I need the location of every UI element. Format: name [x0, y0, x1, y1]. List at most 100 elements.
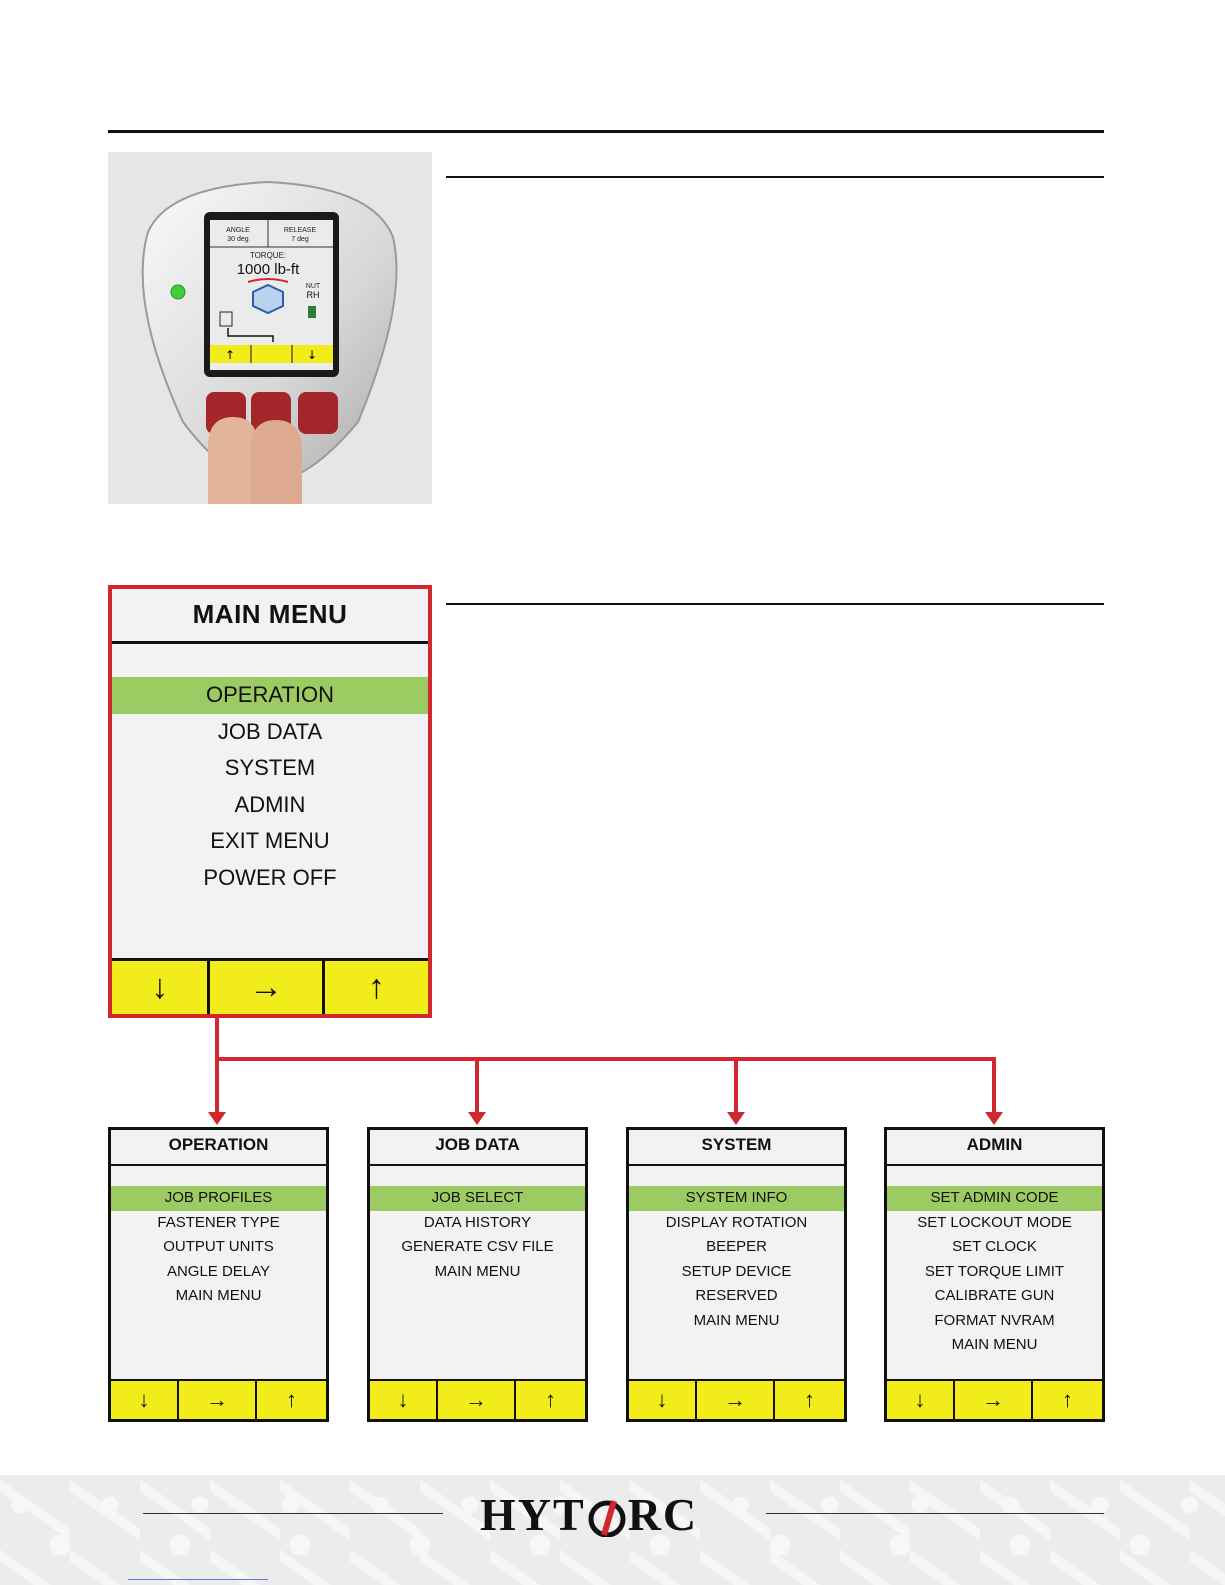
admin-menu-item-format-nvram[interactable]: FORMAT NVRAM [934, 1311, 1055, 1329]
arrow-up-icon: ↑ [545, 1387, 556, 1412]
system-menu-arrow-up-button[interactable]: ↑ [773, 1381, 844, 1419]
admin-menu-title: ADMIN [966, 1135, 1023, 1154]
system-menu-divider [629, 1164, 844, 1166]
admin-menu-arrow-down-button[interactable]: ↓ [887, 1381, 953, 1419]
main-menu-item-admin[interactable]: ADMIN [234, 791, 306, 817]
arrow-right-icon: → [724, 1387, 746, 1412]
arrowhead-3 [727, 1112, 745, 1125]
job-data-menu-arrow-right-button[interactable]: → [436, 1381, 514, 1419]
main-menu-item-power-off[interactable]: POWER OFF [203, 864, 337, 890]
admin-menu-arrow-up-button[interactable]: ↑ [1031, 1381, 1102, 1419]
operation-menu-arrow-down-button[interactable]: ↓ [111, 1381, 177, 1419]
system-menu-item-system-info[interactable]: SYSTEM INFO [629, 1186, 844, 1211]
operation-menu-arrow-up-button[interactable]: ↑ [255, 1381, 326, 1419]
footer-rule-right [766, 1513, 1104, 1514]
main-menu-button-bar: ↓ → ↑ [112, 958, 428, 1014]
operation-menu-list: JOB PROFILES FASTENER TYPE OUTPUT UNITS ANG… [111, 1186, 326, 1309]
arrow-down-icon: ↓ [914, 1387, 926, 1412]
system-menu-item-display-rotation[interactable]: DISPLAY ROTATION [665, 1213, 808, 1231]
admin-menu-item-set-admin-code[interactable]: SET ADMIN CODE [887, 1186, 1102, 1211]
main-menu-item-system[interactable]: SYSTEM [224, 755, 316, 780]
admin-menu-button-bar: ↓ → ↑ [887, 1379, 1102, 1419]
footer-rule-left [143, 1513, 443, 1514]
admin-menu-screen: ADMIN SET ADMIN CODE SET LOCKOUT MODE SET C… [884, 1127, 1105, 1422]
operation-menu-arrow-right-button[interactable]: → [177, 1381, 255, 1419]
system-menu-arrow-down-button[interactable]: ↓ [629, 1381, 695, 1419]
job-data-menu-item-generate-csv-file[interactable]: GENERATE CSV FILE [401, 1238, 554, 1255]
arrow-down-icon: ↓ [397, 1387, 409, 1412]
system-menu-item-setup-device[interactable]: SETUP DEVICE [681, 1262, 792, 1280]
main-menu-screen: MAIN MENU OPERATION JOB DATA SYSTEM ADMIN EX… [108, 585, 432, 1018]
arrow-up-icon: ↑ [367, 968, 385, 1006]
system-menu-item-reserved[interactable]: RESERVED [695, 1287, 778, 1304]
arrow-right-icon: → [249, 968, 284, 1006]
admin-menu-item-set-clock[interactable]: SET CLOCK [952, 1238, 1037, 1255]
controller-photo: ANGLE 30 deg RELEASE 7 deg TORQUE: 1000 … [108, 152, 432, 504]
admin-menu-item-calibrate-gun[interactable]: CALIBRATE GUN [934, 1287, 1055, 1304]
arrowhead-2 [468, 1112, 486, 1125]
admin-menu-item-set-torque-limit[interactable]: SET TORQUE LIMIT [924, 1262, 1065, 1280]
operation-menu-item-output-units[interactable]: OUTPUT UNITS [163, 1238, 274, 1255]
finger-left [208, 417, 258, 504]
system-menu-item-main-menu[interactable]: MAIN MENU [693, 1311, 780, 1329]
main-menu-arrow-right-button[interactable]: → [207, 961, 321, 1014]
arrow-down-icon: ↓ [656, 1387, 668, 1412]
job-data-menu-list: JOB SELECT DATA HISTORY GENERATE CSV FILE M… [370, 1186, 585, 1284]
footer-link-underline [128, 1579, 268, 1580]
main-menu-item-job-data[interactable]: JOB DATA [217, 718, 323, 744]
arrow-up-icon: ↑ [286, 1387, 297, 1412]
admin-menu-divider [887, 1164, 1102, 1166]
admin-menu-item-main-menu[interactable]: MAIN MENU [951, 1336, 1038, 1353]
screen-release-value: 7 deg [291, 236, 309, 243]
section-rule-1 [446, 176, 1104, 178]
operation-menu-item-main-menu[interactable]: MAIN MENU [175, 1287, 262, 1304]
footer-pattern [0, 1475, 1225, 1585]
job-data-menu-title: JOB DATA [435, 1135, 520, 1154]
admin-menu-item-set-lockout-mode[interactable]: SET LOCKOUT MODE [917, 1213, 1072, 1231]
screen-angle-label: ANGLE [226, 227, 250, 234]
main-menu-title: MAIN MENU [192, 599, 348, 629]
screen-nut-label: NUT [306, 283, 321, 290]
operation-menu-item-job-profiles[interactable]: JOB PROFILES [111, 1186, 326, 1211]
system-menu-title: SYSTEM [701, 1135, 772, 1154]
job-data-menu-item-data-history[interactable]: DATA HISTORY [423, 1213, 532, 1231]
arrow-down-icon: ↓ [151, 968, 169, 1006]
job-data-menu-arrow-down-button[interactable]: ↓ [370, 1381, 436, 1419]
hytorc-logo: HYT RC [480, 1488, 698, 1540]
hw-button-right [298, 392, 338, 434]
screen-torque-value: 1000 lb-ft [237, 261, 300, 278]
arrow-right-icon: → [465, 1387, 487, 1412]
arrow-right-icon: → [982, 1387, 1004, 1412]
screen-torque-label: TORQUE: [250, 251, 286, 260]
main-menu-arrow-up-button[interactable]: ↑ [321, 961, 428, 1014]
main-menu-item-operation[interactable]: OPERATION [112, 677, 428, 714]
operation-menu-title: OPERATION [168, 1135, 269, 1154]
nut-icon [252, 283, 284, 315]
main-menu-divider [112, 641, 428, 644]
main-menu-item-exit-menu[interactable]: EXIT MENU [210, 828, 330, 853]
screen-angle-value: 30 deg [227, 236, 249, 243]
job-data-menu-arrow-up-button[interactable]: ↑ [514, 1381, 585, 1419]
operation-menu-item-fastener-type[interactable]: FASTENER TYPE [157, 1213, 280, 1231]
screen-nut-value: RH [307, 290, 320, 300]
arrow-up-icon: ↑ [1062, 1387, 1073, 1412]
system-menu-item-beeper[interactable]: BEEPER [706, 1238, 767, 1255]
job-data-menu-item-main-menu[interactable]: MAIN MENU [434, 1262, 521, 1280]
screen-down-icon: ↓ [307, 348, 317, 362]
system-menu-arrow-right-button[interactable]: → [695, 1381, 773, 1419]
admin-menu-arrow-right-button[interactable]: → [953, 1381, 1031, 1419]
operation-menu-button-bar: ↓ → ↑ [111, 1379, 326, 1419]
main-menu-arrow-down-button[interactable]: ↓ [112, 961, 207, 1014]
connector-drop-3 [734, 1057, 738, 1115]
connector-horizontal [215, 1057, 996, 1061]
connector-trunk [215, 1018, 219, 1114]
arrow-right-icon: → [206, 1387, 228, 1412]
logo-text-left: HYT [480, 1488, 586, 1540]
screen-release-label: RELEASE [284, 227, 317, 234]
status-led [170, 284, 186, 300]
system-menu-list: SYSTEM INFO DISPLAY ROTATION BEEPER SETUP D… [629, 1186, 844, 1333]
connector-drop-4 [992, 1057, 996, 1115]
job-data-menu-item-job-select[interactable]: JOB SELECT [370, 1186, 585, 1211]
operation-menu-divider [111, 1164, 326, 1166]
operation-menu-item-angle-delay[interactable]: ANGLE DELAY [166, 1262, 271, 1280]
